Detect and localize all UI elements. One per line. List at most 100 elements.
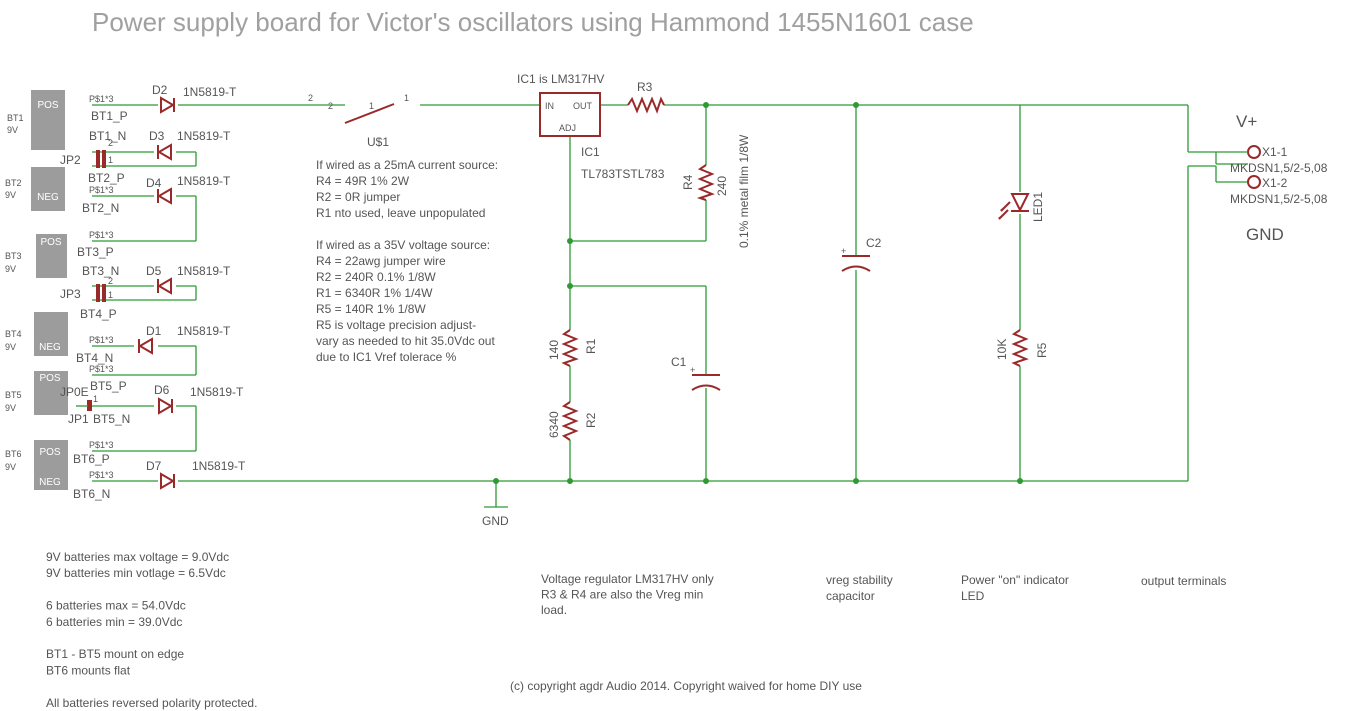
svg-text:JP1: JP1 (68, 412, 89, 426)
svg-text:2: 2 (308, 93, 313, 103)
page-title: Power supply board for Victor's oscillat… (92, 7, 974, 37)
svg-text:9V: 9V (5, 342, 16, 352)
note-line: R1 nto used, leave unpopulated (316, 206, 485, 220)
svg-text:GND: GND (482, 514, 509, 528)
svg-text:POS: POS (39, 373, 60, 384)
svg-text:BT1_N: BT1_N (89, 129, 126, 143)
caption-regulator: Voltage regulator LM317HV only R3 & R4 a… (541, 572, 714, 617)
svg-text:IN: IN (545, 101, 554, 111)
svg-text:LED1: LED1 (1031, 192, 1045, 222)
diode-name: D6 (154, 383, 170, 397)
svg-text:BT6: BT6 (5, 449, 22, 459)
capacitor-c1: + C1 (671, 355, 721, 391)
svg-text:MKDSN1,5/2-5,08: MKDSN1,5/2-5,08 (1230, 192, 1328, 206)
svg-text:IC1: IC1 (581, 145, 600, 159)
battery-bt1: POS BT1 9V (7, 90, 65, 150)
note-line: due to IC1 Vref tolerace % (316, 350, 457, 364)
note-line: All batteries reversed polarity protecte… (46, 696, 257, 710)
svg-text:BT2: BT2 (5, 178, 22, 188)
svg-text:9V: 9V (5, 462, 16, 472)
svg-text:P$1*3: P$1*3 (89, 230, 114, 240)
note-line: R4 = 22awg jumper wire (316, 254, 446, 268)
svg-text:R2: R2 (584, 412, 598, 428)
resistor-r4: R4 240 0.1% metal film 1/8W (681, 134, 751, 248)
led1: LED1 (998, 192, 1045, 222)
svg-text:ADJ: ADJ (559, 123, 576, 133)
diode-part: 1N5819-T (183, 85, 237, 99)
svg-text:POS: POS (37, 100, 58, 111)
svg-text:BT1: BT1 (7, 113, 24, 123)
battery-bt4: NEG BT4 9V (5, 312, 68, 356)
diode-part: 1N5819-T (177, 324, 231, 338)
svg-text:9V: 9V (7, 125, 18, 135)
svg-text:BT6_P: BT6_P (73, 452, 110, 466)
svg-text:POS: POS (39, 447, 60, 458)
svg-text:BT4_P: BT4_P (80, 307, 117, 321)
svg-text:NEG: NEG (39, 477, 61, 488)
svg-text:9V: 9V (5, 403, 16, 413)
note-line: 6 batteries min = 39.0Vdc (46, 615, 182, 629)
junctions (493, 102, 1023, 484)
jumper-jp2: JP2 2 1 (60, 138, 113, 168)
note-line: Voltage regulator LM317HV only (541, 572, 714, 586)
notes-current-source: If wired as a 25mA current source:R4 = 4… (316, 158, 498, 220)
svg-text:9V: 9V (5, 190, 16, 200)
svg-text:9V: 9V (5, 264, 16, 274)
svg-text:10K: 10K (995, 339, 1009, 360)
svg-text:V+: V+ (1236, 112, 1257, 131)
svg-text:U$1: U$1 (367, 135, 389, 149)
svg-text:JP2: JP2 (60, 153, 81, 167)
svg-text:R1: R1 (584, 338, 598, 354)
svg-text:P$1*3: P$1*3 (89, 470, 114, 480)
svg-text:P$1*3: P$1*3 (89, 185, 114, 195)
note-line: R4 = 49R 1% 2W (316, 174, 410, 188)
svg-text:1: 1 (369, 101, 374, 111)
battery-bt3: POS BT3 9V (5, 234, 67, 278)
note-line: R5 is voltage precision adjust- (316, 318, 476, 332)
svg-text:BT5_P: BT5_P (90, 379, 127, 393)
svg-text:BT4: BT4 (5, 329, 22, 339)
caption-output: output terminals (1141, 574, 1226, 588)
svg-text:BT3_P: BT3_P (77, 245, 114, 259)
diode-part: 1N5819-T (177, 174, 231, 188)
svg-text:+: + (841, 246, 846, 256)
note-line: R2 = 240R 0.1% 1/8W (316, 270, 436, 284)
diode-name: D2 (152, 83, 168, 97)
capacitor-c2: + C2 (841, 236, 882, 272)
note-line: load. (541, 603, 567, 617)
svg-text:1: 1 (108, 290, 113, 300)
svg-text:X1-1: X1-1 (1262, 145, 1288, 159)
note-line: output terminals (1141, 574, 1226, 588)
note-line: vary as needed to hit 35.0Vdc out (316, 334, 495, 348)
svg-text:NEG: NEG (39, 342, 61, 353)
note-line: 6 batteries max = 54.0Vdc (46, 599, 186, 613)
svg-text:P$1*3: P$1*3 (89, 94, 114, 104)
svg-text:TL783TSTL783: TL783TSTL783 (581, 167, 665, 181)
svg-text:P$1*3: P$1*3 (89, 364, 114, 374)
svg-text:1: 1 (404, 93, 409, 103)
svg-text:P$1*3: P$1*3 (89, 335, 114, 345)
note-line: LED (961, 589, 985, 603)
jumper-jp1: JP0E 1 JP1 (60, 385, 98, 426)
battery-pin-labels: P$1*3 BT1_P BT1_N P$1*3 BT2_P BT2_N P$1*… (73, 94, 130, 501)
resistor-r5: 10K R5 (995, 329, 1049, 367)
svg-text:BT2_N: BT2_N (82, 201, 119, 215)
resistor-r3: R3 (627, 80, 665, 114)
svg-text:BT4_N: BT4_N (76, 351, 113, 365)
diode-part: 1N5819-T (192, 459, 246, 473)
note-line: R2 = 0R jumper (316, 190, 400, 204)
note-line: BT1 - BT5 mount on edge (46, 647, 184, 661)
battery-bt2: NEG BT2 9V (5, 167, 65, 211)
wires (92, 104, 1248, 507)
diode-name: D1 (146, 324, 162, 338)
note-line: capacitor (826, 589, 875, 603)
svg-text:IC1 is LM317HV: IC1 is LM317HV (517, 72, 604, 86)
diode-name: D4 (146, 176, 162, 190)
svg-text:X1-2: X1-2 (1262, 176, 1288, 190)
svg-text:6340: 6340 (547, 411, 561, 438)
svg-text:C1: C1 (671, 355, 687, 369)
